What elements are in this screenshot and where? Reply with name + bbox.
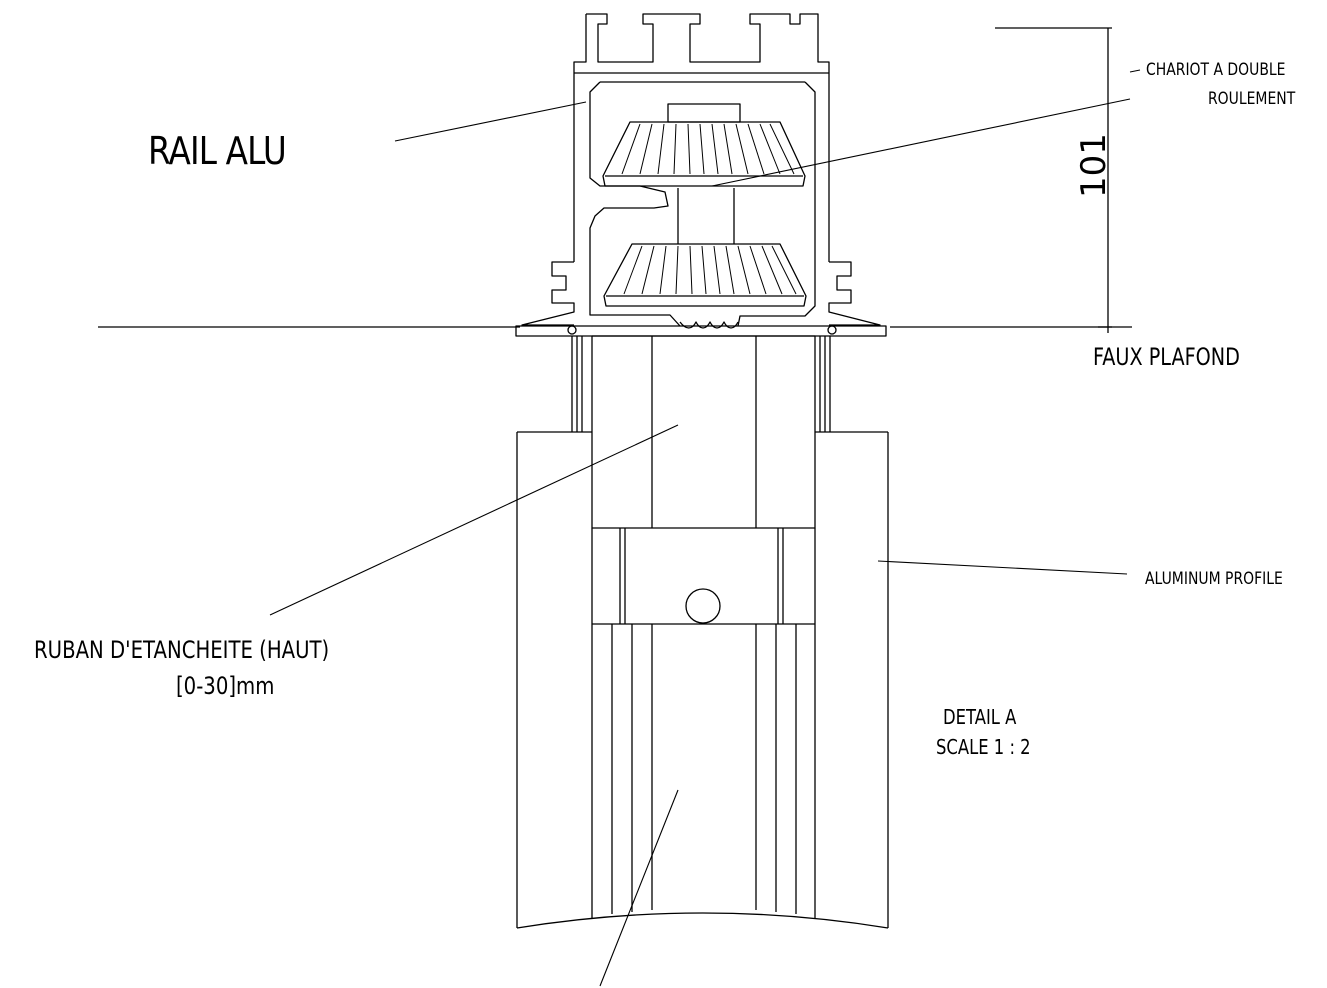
aluminum-profile-body xyxy=(516,431,889,929)
ruban-label-line2: [0-30]mm xyxy=(176,672,275,700)
rail-alu-label: RAIL ALU xyxy=(148,129,287,173)
sealing-strip-assembly xyxy=(571,335,831,529)
dimension-101 xyxy=(995,27,1112,333)
chariot-label-line2: ROULEMENT xyxy=(1208,89,1296,109)
leader-lines xyxy=(269,69,1141,987)
rail-profile xyxy=(515,13,887,337)
chariot-label-line1: CHARIOT A DOUBLE xyxy=(1146,60,1286,80)
detail-label: DETAIL A xyxy=(943,705,1017,729)
dimension-label: 101 xyxy=(1074,133,1114,198)
faux-plafond-label: FAUX PLAFOND xyxy=(1093,343,1240,371)
aluminum-profile-label: ALUMINUM PROFILE xyxy=(1145,569,1283,589)
scale-label: SCALE 1 : 2 xyxy=(936,735,1031,759)
double-bearing-carriage xyxy=(602,103,807,307)
ruban-label-line1: RUBAN D'ETANCHEITE (HAUT) xyxy=(34,636,330,664)
